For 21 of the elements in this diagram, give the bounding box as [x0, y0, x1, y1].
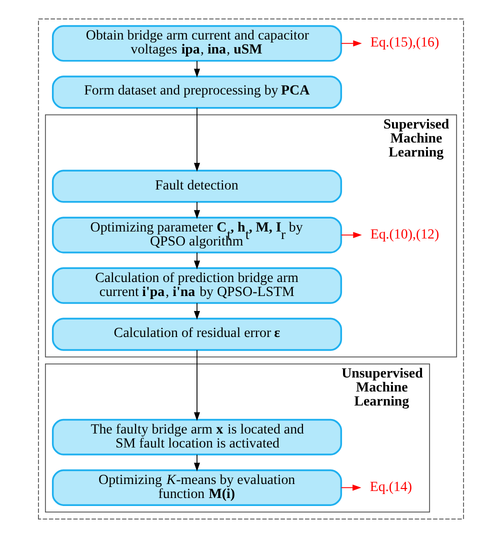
arrow	[194, 454, 200, 472]
arrow	[194, 107, 200, 172]
node-box: Calculation of prediction bridge arm current i'pa, i'na by QPSO-LSTM	[52, 267, 342, 304]
node-box: Calculation of residual error ε	[52, 318, 342, 351]
arrow	[340, 40, 362, 46]
node-box: The faulty bridge arm x is located and SM fault location is activated	[52, 418, 342, 456]
cluster	[38, 18, 464, 520]
node-text: Eq.(10),(12)	[370, 227, 440, 242]
node-box: Form dataset and preprocessing by PCA	[52, 76, 342, 109]
node-box: Fault detection	[52, 170, 342, 203]
arrow	[194, 60, 200, 78]
arrow	[340, 232, 362, 238]
arrow	[194, 302, 200, 320]
node-box: Optimizing K-means by evaluation function M(i)	[52, 469, 342, 506]
node-text: Eq.(14)	[370, 480, 412, 495]
arrow	[194, 350, 200, 421]
node-text: Eq.(15),(16)	[370, 36, 440, 51]
arrow	[340, 484, 362, 491]
arrow	[194, 252, 200, 270]
node-box: Obtain bridge arm current and capacitor voltages ipa, ina, uSM	[52, 25, 342, 62]
arrow	[194, 202, 200, 219]
